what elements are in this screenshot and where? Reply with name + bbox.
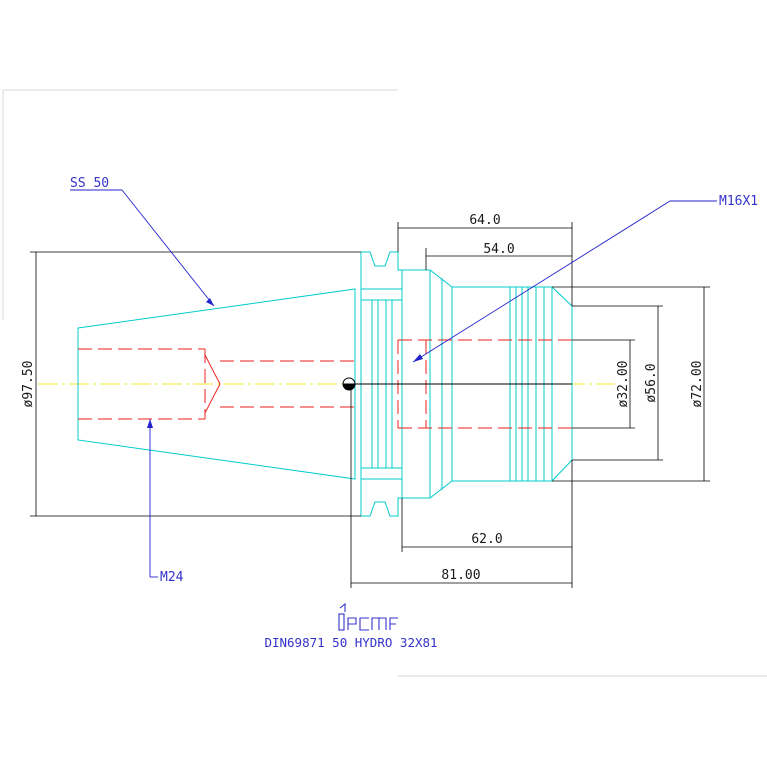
brand-logo [338,602,398,631]
length-54-text: 54.0 [483,242,514,257]
dim-diameter-56: ø56.0 [572,305,663,461]
dim-length-81: 81.00 [350,384,573,588]
diameter-72-text: ø72.00 [690,361,705,408]
diameter-56-text: ø56.0 [644,363,659,402]
dim-diameter-72: ø72.00 [552,286,710,482]
overall-diameter-text: ø97.50 [21,361,36,408]
dim-length-64: 64.0 [397,213,573,306]
part-title: DIN69871 50 HYDRO 32X81 [264,635,437,650]
leader-ss50: SS 50 [70,176,215,307]
side-thread-label: M16X1 [719,194,758,209]
dim-length-62: 62.0 [401,460,573,552]
sheet-frame [2,89,767,677]
dim-bore-diameter: ø32.00 [572,339,635,429]
center-screw-marker [342,377,572,391]
main-thread-label: M24 [160,570,184,585]
taper-label: SS 50 [70,176,109,191]
dim-overall-diameter: ø97.50 [21,251,361,517]
m24-bore-hidden-lines [78,348,355,420]
leader-m16x1: M16X1 [412,194,758,363]
bore-diameter-text: ø32.00 [616,361,631,408]
length-81-text: 81.00 [441,568,480,583]
leader-m24: M24 [147,419,184,585]
dim-length-54: 54.0 [425,242,572,270]
length-62-text: 62.0 [471,532,502,547]
length-64-text: 64.0 [469,213,500,228]
